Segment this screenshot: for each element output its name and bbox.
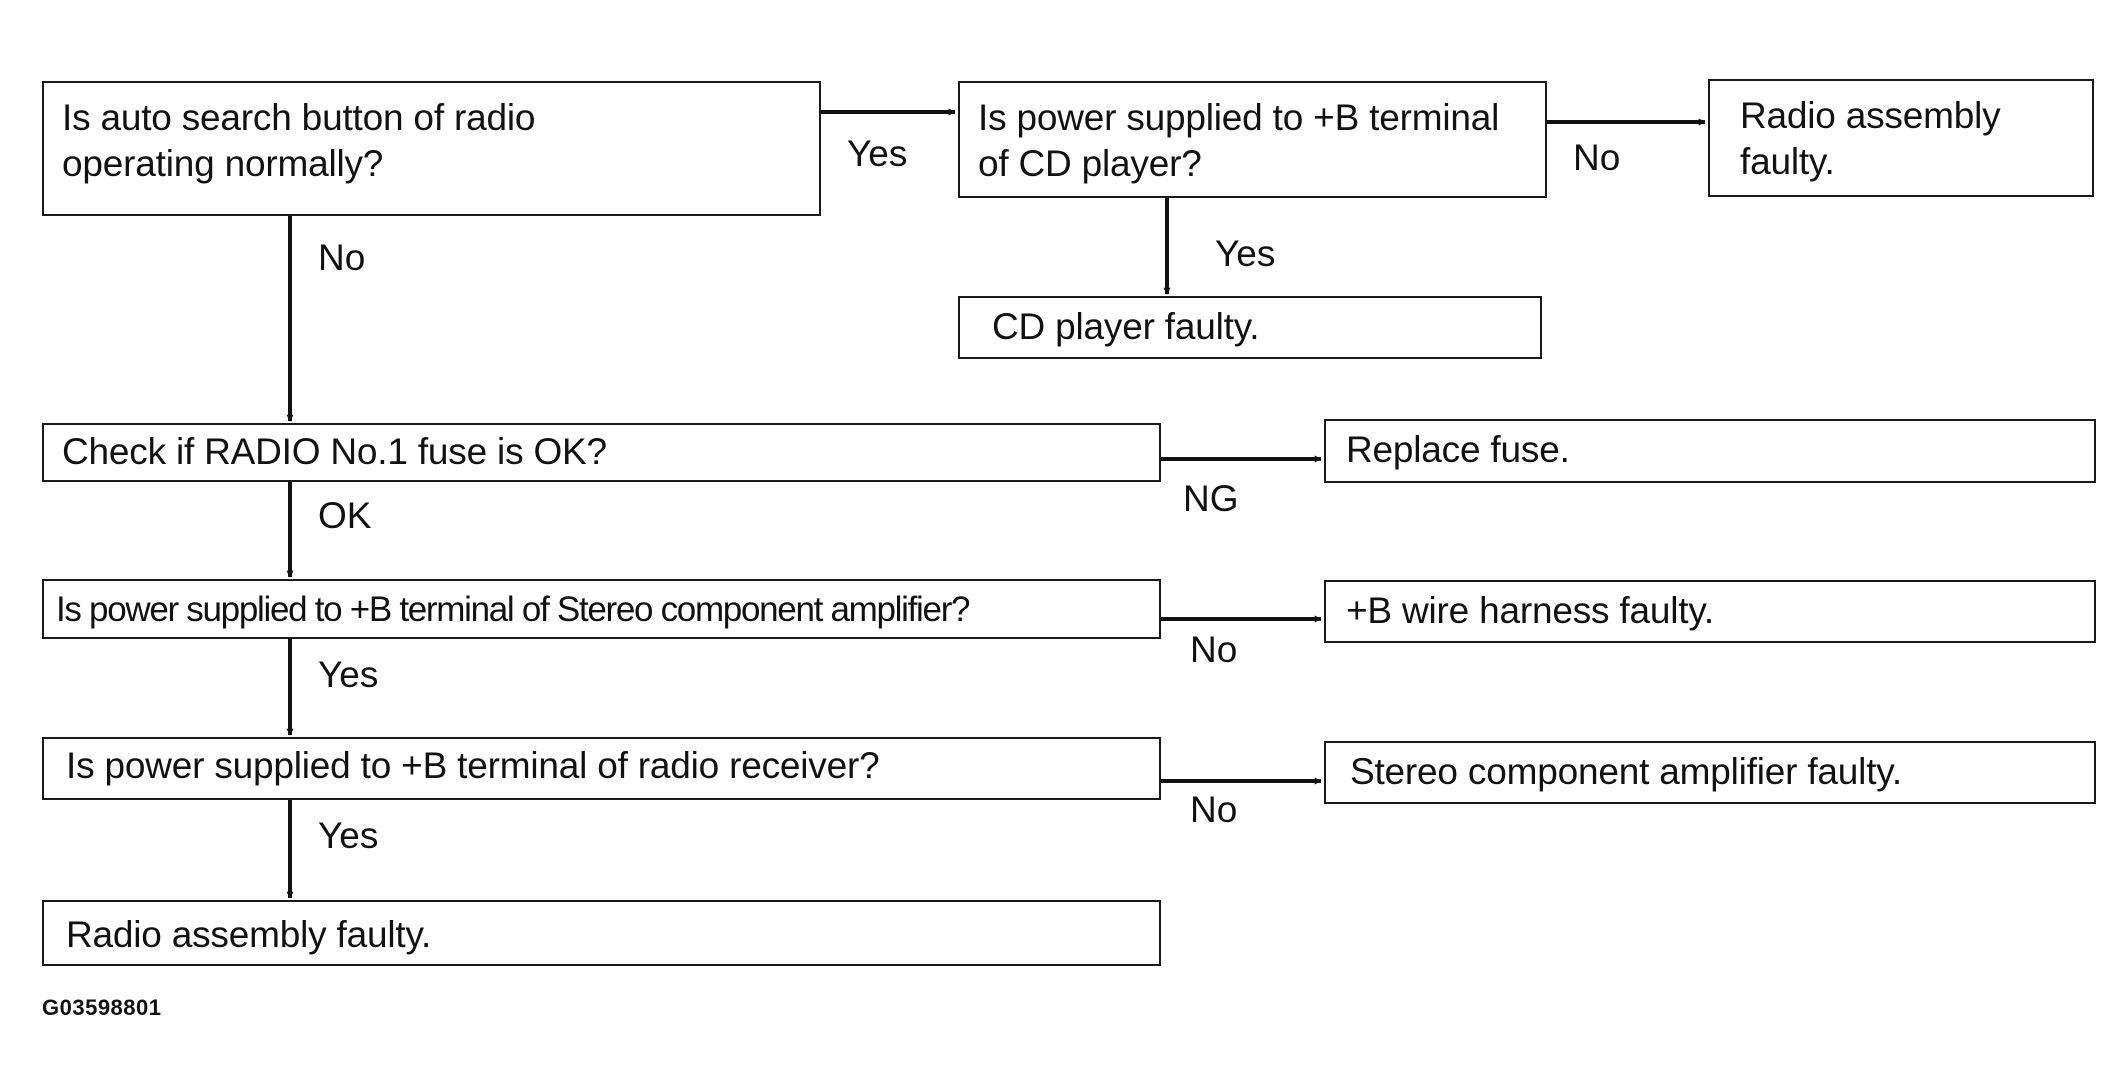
node-amp-faulty: Stereo component amplifier faulty.	[1324, 741, 2096, 804]
edge-label-power-receiver-no: No	[1190, 789, 1238, 830]
node-amp-faulty-text: Stereo component amplifier faulty.	[1350, 751, 1902, 792]
node-power-receiver-question: Is power supplied to +B terminal of radi…	[42, 737, 1161, 800]
edge-label-auto-search-yes: Yes	[847, 133, 908, 174]
node-fuse-check: Check if RADIO No.1 fuse is OK?	[42, 423, 1161, 482]
edge-label-auto-search-no: No	[318, 237, 366, 278]
node-cd-faulty: CD player faulty.	[958, 296, 1542, 359]
node-wire-harness-faulty: +B wire harness faulty.	[1324, 580, 2096, 643]
edge-label-fuse-ng: NG	[1183, 478, 1239, 519]
edge-label-power-amp-yes: Yes	[318, 654, 379, 695]
node-replace-fuse-text: Replace fuse.	[1346, 429, 1570, 470]
node-radio-faulty-bottom: Radio assembly faulty.	[42, 900, 1161, 966]
node-cd-faulty-text: CD player faulty.	[992, 306, 1260, 347]
edge-label-power-receiver-yes: Yes	[318, 815, 379, 856]
figure-code: G03598801	[42, 995, 162, 1020]
node-radio-faulty-top: Radio assembly faulty.	[1708, 79, 2094, 197]
node-auto-search-text: Is auto search button of radio operating…	[62, 97, 536, 184]
node-power-amp-text: Is power supplied to +B terminal of Ster…	[56, 590, 971, 629]
node-replace-fuse: Replace fuse.	[1324, 419, 2096, 483]
node-power-receiver-text: Is power supplied to +B terminal of radi…	[66, 745, 880, 786]
node-power-cd-question: Is power supplied to +B terminal of CD p…	[958, 81, 1547, 198]
edge-label-power-amp-no: No	[1190, 629, 1238, 670]
node-auto-search-question: Is auto search button of radio operating…	[42, 81, 821, 216]
node-power-amp-question: Is power supplied to +B terminal of Ster…	[42, 579, 1161, 639]
node-power-cd-text: Is power supplied to +B terminal of CD p…	[978, 97, 1500, 184]
node-wire-harness-text: +B wire harness faulty.	[1346, 590, 1714, 631]
node-radio-faulty-bottom-text: Radio assembly faulty.	[66, 914, 432, 955]
edge-label-power-cd-no: No	[1573, 137, 1621, 178]
edge-label-fuse-ok: OK	[318, 495, 372, 536]
node-fuse-check-text: Check if RADIO No.1 fuse is OK?	[62, 431, 607, 472]
edge-label-power-cd-yes: Yes	[1215, 233, 1276, 274]
node-radio-faulty-top-text: Radio assembly faulty.	[1740, 95, 2001, 182]
